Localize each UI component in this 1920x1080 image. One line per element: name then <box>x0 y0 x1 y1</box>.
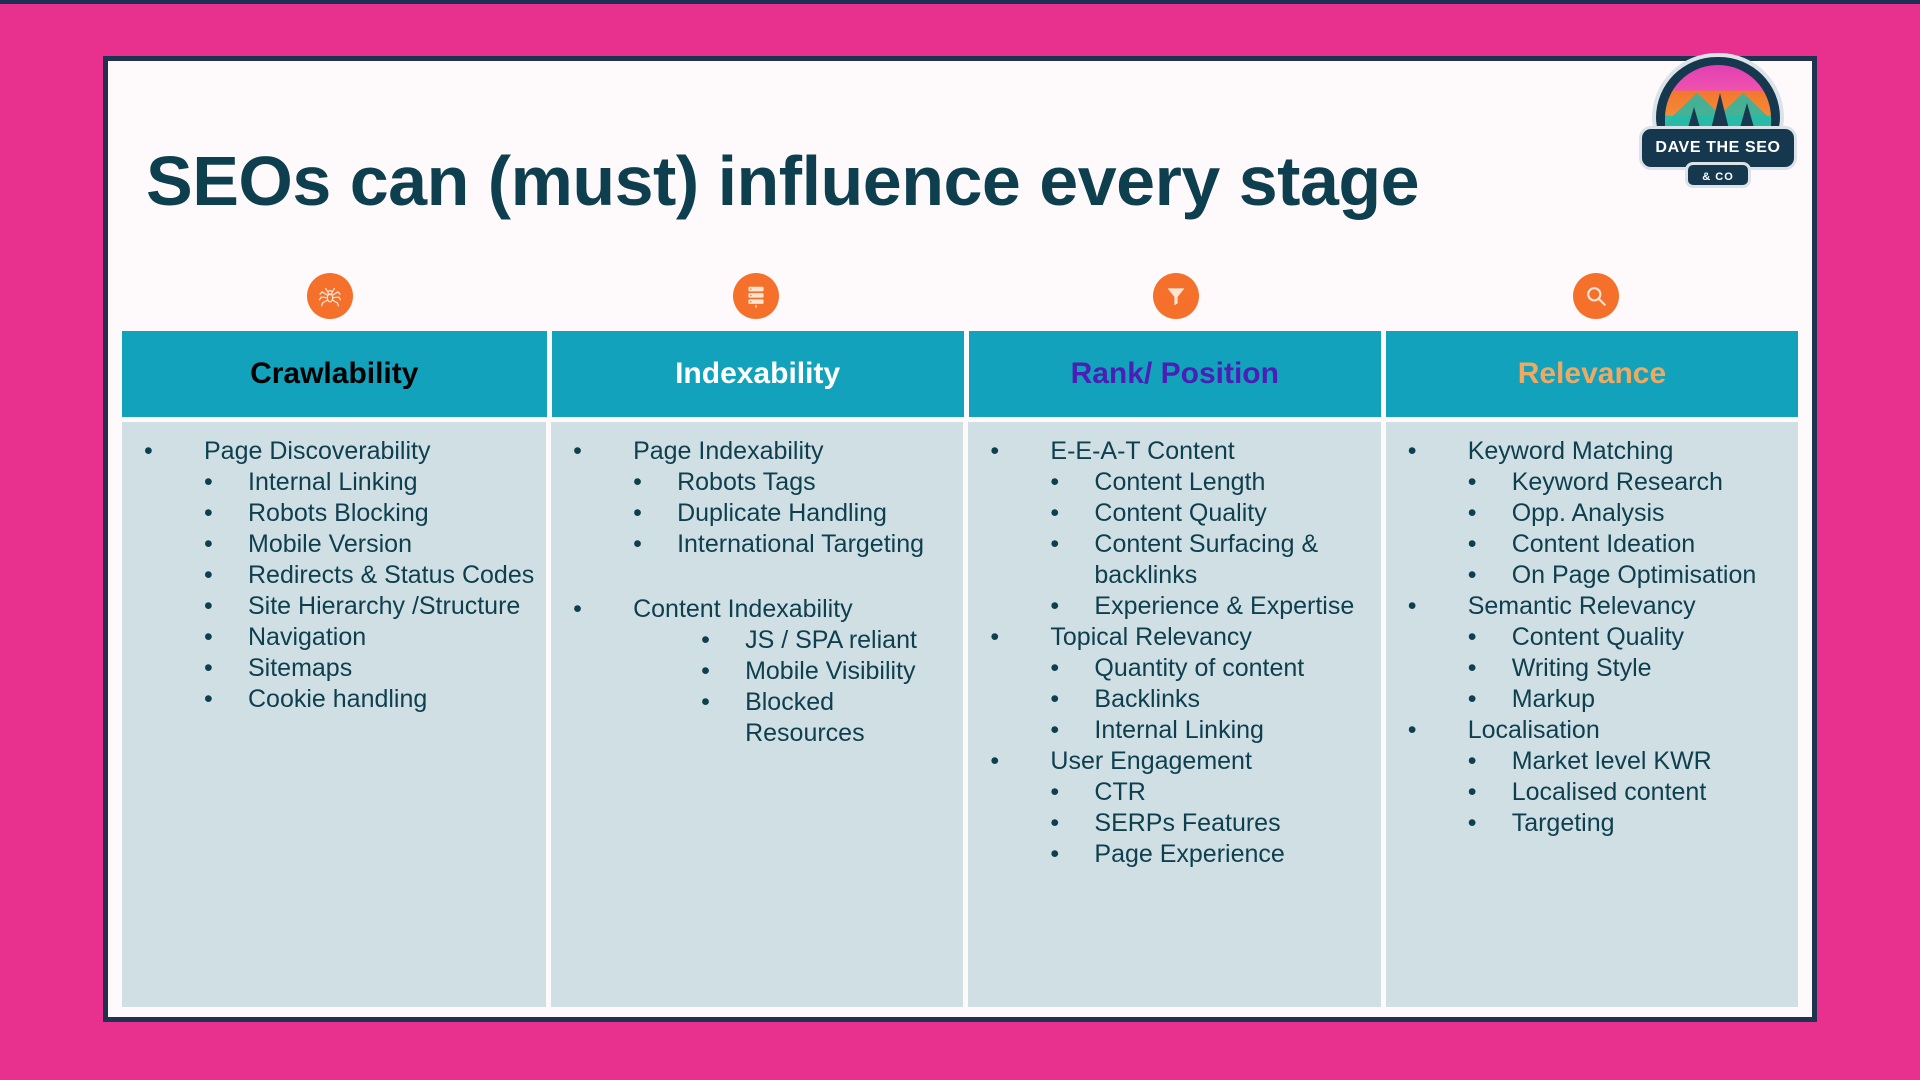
list-item: User EngagementCTRSERPs FeaturesPage Exp… <box>978 746 1370 870</box>
list-item: Targeting <box>1456 808 1788 839</box>
list-item-label: Page Indexability <box>633 437 823 465</box>
list-item: Content Quality <box>1456 622 1788 653</box>
bullet-list-level-2: Internal LinkingRobots BlockingMobile Ve… <box>192 467 536 715</box>
list-item: Content IndexabilityJS / SPA reliantMobi… <box>561 594 953 749</box>
stages-table: Crawlability Indexability Rank/ Position… <box>108 331 1812 1017</box>
table-header-row: Crawlability Indexability Rank/ Position… <box>122 331 1798 417</box>
column-body-relevance: Keyword MatchingKeyword ResearchOpp. Ana… <box>1385 422 1799 1007</box>
bullet-list-level-2: Quantity of contentBacklinksInternal Lin… <box>1038 653 1370 746</box>
list-item-label: Content Indexability <box>633 595 853 623</box>
list-spacer <box>561 560 953 594</box>
column-body-indexability: Page IndexabilityRobots TagsDuplicate Ha… <box>551 422 964 1007</box>
list-item-label: Topical Relevancy <box>1050 623 1252 651</box>
magnifier-icon <box>1573 273 1620 319</box>
list-item: Page DiscoverabilityInternal LinkingRobo… <box>132 436 536 715</box>
list-item: International Targeting <box>621 529 953 560</box>
list-item-label: Page Discoverability <box>204 437 431 465</box>
icon-cell-rank-position <box>966 261 1386 331</box>
list-item-label: Semantic Relevancy <box>1468 592 1696 620</box>
list-item: CTR <box>1038 777 1370 808</box>
column-header-rank-position: Rank/ Position <box>968 331 1381 417</box>
brand-logo: DAVE THE SEO & CO <box>1642 55 1794 185</box>
column-header-label: Indexability <box>675 357 841 390</box>
list-item: Quantity of content <box>1038 653 1370 684</box>
bullet-list-level-2: CTRSERPs FeaturesPage Experience <box>1038 777 1370 870</box>
logo-ribbon: DAVE THE SEO <box>1642 129 1794 167</box>
bullet-list-level-2: Robots TagsDuplicate HandlingInternation… <box>621 467 953 560</box>
page-title: SEOs can (must) influence every stage <box>146 142 1420 220</box>
list-item: LocalisationMarket level KWRLocalised co… <box>1396 715 1788 839</box>
list-item-label: User Engagement <box>1050 747 1252 775</box>
list-item: Opp. Analysis <box>1456 498 1788 529</box>
column-header-indexability: Indexability <box>551 331 964 417</box>
icon-cell-relevance <box>1386 261 1806 331</box>
list-item: Localised content <box>1456 777 1788 808</box>
server-stack-icon <box>733 273 780 319</box>
list-item: Experience & Expertise <box>1038 591 1370 622</box>
table-body-row: Page DiscoverabilityInternal LinkingRobo… <box>122 422 1799 1007</box>
list-item: Internal Linking <box>1038 715 1370 746</box>
list-item: Redirects & Status Codes <box>192 560 536 591</box>
column-body-rank-position: E-E-A-T ContentContent LengthContent Qua… <box>968 422 1381 1007</box>
bullet-list-level-2: Keyword ResearchOpp. AnalysisContent Ide… <box>1456 467 1788 591</box>
list-item: JS / SPA reliant <box>689 625 953 656</box>
list-item: Cookie handling <box>192 684 536 715</box>
column-body-crawlability: Page DiscoverabilityInternal LinkingRobo… <box>122 422 547 1007</box>
list-item-label: Localisation <box>1468 716 1600 744</box>
logo-sub-text: & CO <box>1702 171 1734 183</box>
bullet-list-level-1: Page IndexabilityRobots TagsDuplicate Ha… <box>561 436 953 749</box>
column-header-crawlability: Crawlability <box>122 331 547 417</box>
list-item: Content Ideation <box>1456 529 1788 560</box>
bullet-list-level-2: Content LengthContent QualityContent Sur… <box>1038 467 1370 622</box>
bullet-list-level-2: JS / SPA reliantMobile VisibilityBlocked… <box>689 625 953 749</box>
title-row: SEOs can (must) influence every stage DA… <box>108 57 1812 261</box>
icon-cell-indexability <box>546 261 966 331</box>
column-header-label: Relevance <box>1517 357 1667 390</box>
list-item: Navigation <box>192 622 536 653</box>
logo-sub-plate <box>1688 165 1748 185</box>
column-header-relevance: Relevance <box>1385 331 1798 417</box>
slide-canvas: SEOs can (must) influence every stage DA… <box>103 56 1817 1022</box>
list-item: Content Surfacing & backlinks <box>1038 529 1370 591</box>
list-item: Page Experience <box>1038 839 1370 870</box>
list-item: Market level KWR <box>1456 746 1788 777</box>
logo-wordmark: DAVE THE SEO <box>1655 139 1781 156</box>
list-item: Markup <box>1456 684 1788 715</box>
list-item: Blocked Resources <box>689 687 953 749</box>
bullet-list-level-2: Content QualityWriting StyleMarkup <box>1456 622 1788 715</box>
bullet-list-level-2: Market level KWRLocalised contentTargeti… <box>1456 746 1788 839</box>
list-item: Keyword MatchingKeyword ResearchOpp. Ana… <box>1396 436 1788 591</box>
list-item: E-E-A-T ContentContent LengthContent Qua… <box>978 436 1370 622</box>
list-item-label: E-E-A-T Content <box>1050 437 1234 465</box>
bullet-list-level-1: Keyword MatchingKeyword ResearchOpp. Ana… <box>1396 436 1788 839</box>
filter-funnel-icon <box>1153 273 1200 319</box>
list-item: Robots Blocking <box>192 498 536 529</box>
list-item: Mobile Visibility <box>689 656 953 687</box>
list-item: Content Length <box>1038 467 1370 498</box>
list-item: Content Quality <box>1038 498 1370 529</box>
list-item-label: Keyword Matching <box>1468 437 1674 465</box>
column-header-label: Crawlability <box>250 357 419 390</box>
list-item: Backlinks <box>1038 684 1370 715</box>
list-item: Page IndexabilityRobots TagsDuplicate Ha… <box>561 436 953 560</box>
bullet-list-level-1: Page DiscoverabilityInternal LinkingRobo… <box>132 436 536 715</box>
bullet-list-level-1: E-E-A-T ContentContent LengthContent Qua… <box>978 436 1370 870</box>
column-header-label: Rank/ Position <box>1070 357 1279 390</box>
list-item: Robots Tags <box>621 467 953 498</box>
list-item: Duplicate Handling <box>621 498 953 529</box>
list-item: Writing Style <box>1456 653 1788 684</box>
list-item: Internal Linking <box>192 467 536 498</box>
icon-strip <box>108 261 1812 331</box>
list-item: Keyword Research <box>1456 467 1788 498</box>
icon-cell-crawlability <box>114 261 546 331</box>
list-item: Mobile Version <box>192 529 536 560</box>
top-rule <box>0 0 1920 4</box>
list-item: On Page Optimisation <box>1456 560 1788 591</box>
spider-icon <box>307 273 354 319</box>
list-item: Semantic RelevancyContent QualityWriting… <box>1396 591 1788 715</box>
list-item: Site Hierarchy /Structure <box>192 591 536 622</box>
list-item: Topical RelevancyQuantity of contentBack… <box>978 622 1370 746</box>
list-item: SERPs Features <box>1038 808 1370 839</box>
list-item: Sitemaps <box>192 653 536 684</box>
